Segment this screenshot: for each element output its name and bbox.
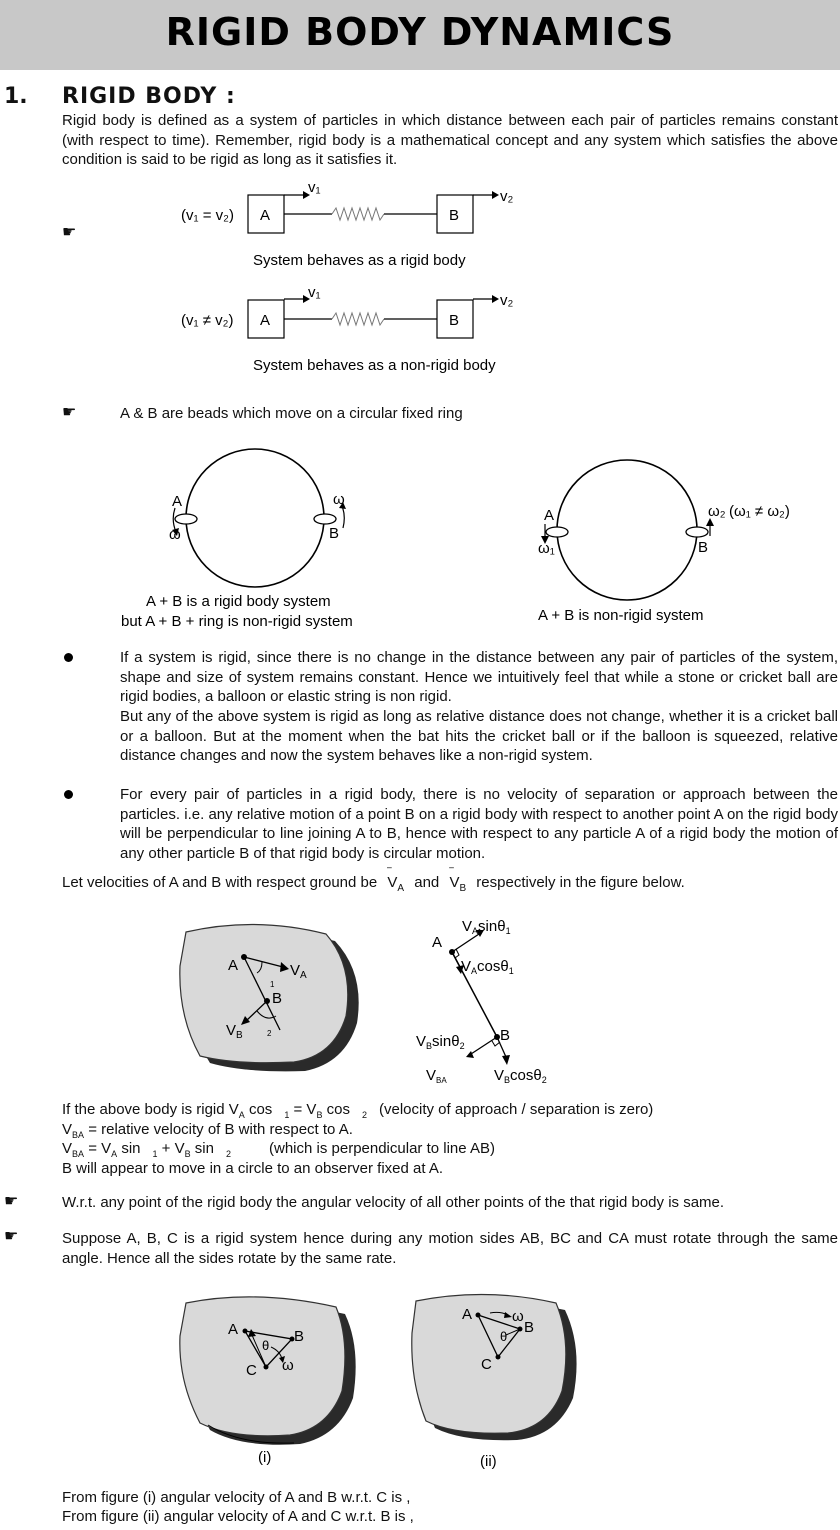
- svg-text:B: B: [329, 525, 339, 542]
- title-bar: [0, 0, 840, 70]
- svg-text:B: B: [524, 1319, 534, 1336]
- svg-text:A: A: [260, 312, 270, 329]
- svg-text:v₁: v₁: [308, 284, 321, 301]
- svg-text:A: A: [462, 1306, 472, 1323]
- svg-text:ω: ω: [169, 526, 181, 543]
- filled-bullet-icon: [64, 653, 73, 662]
- triangle-figures: A B C θ ω (i) A B C θ ω (ii): [179, 1293, 577, 1470]
- block-b-label: B: [449, 207, 459, 224]
- condition-equal-label: (v₁ = v₂): [181, 207, 234, 224]
- figure-ii-label: (ii): [480, 1453, 497, 1470]
- svg-text:1: 1: [270, 980, 275, 989]
- velocity-sentence: Let velocities of A and B with respect g…: [62, 866, 685, 894]
- bead-a: [174, 513, 198, 525]
- abc-rotation-note: Suppose A, B, C is a rigid system hence …: [62, 1230, 838, 1267]
- left-caption-1: A + B is a rigid body system: [146, 593, 331, 610]
- beads-note: A & B are beads which move on a circular…: [120, 405, 463, 422]
- section-heading: RIGID BODY :: [62, 84, 236, 109]
- spring: [331, 206, 385, 222]
- pointing-hand-icon: ☛: [62, 402, 77, 421]
- spring-figure: (v₁ = v₂) A B v₁ v₂ System behaves as a …: [181, 179, 514, 374]
- final-line-1: From figure (i) angular velocity of A an…: [62, 1489, 411, 1506]
- svg-text:v₂: v₂: [500, 292, 514, 309]
- right-caption: A + B is non-rigid system: [538, 607, 703, 624]
- page-title: RIGID BODY DYNAMICS: [165, 10, 675, 54]
- rigid-body-figure: A B VA VB 1 2 A B VAsinθ1 VAcosθ1 VBsinθ…: [179, 918, 547, 1085]
- svg-text:A: A: [544, 507, 554, 524]
- left-caption-2: but A + B + ring is non-rigid system: [121, 613, 353, 630]
- figure-i-label: (i): [258, 1449, 271, 1466]
- body-blob-i: [179, 1296, 346, 1437]
- pointing-hand-icon: ☛: [4, 1226, 19, 1245]
- svg-text:VB: VB: [226, 1022, 243, 1041]
- svg-text:B: B: [698, 539, 708, 556]
- pointing-hand-icon: ☛: [4, 1191, 19, 1210]
- ring-left: [185, 448, 325, 588]
- svg-text:ω: ω: [282, 1357, 294, 1374]
- section-number: 1.: [4, 84, 28, 109]
- block-a-label: A: [260, 207, 270, 224]
- omega-inequality: (ω₁ ≠ ω₂): [729, 503, 790, 520]
- velocity-v2-label: v₂: [500, 188, 514, 205]
- svg-text:C: C: [246, 1362, 257, 1379]
- svg-text:ω₁: ω₁: [538, 540, 555, 557]
- bullet-two-text: For every pair of particles in a rigid b…: [120, 786, 838, 862]
- rigid-caption: System behaves as a rigid body: [253, 252, 466, 269]
- svg-text:ω₂: ω₂: [708, 503, 726, 520]
- pointing-hand-icon: ☛: [62, 222, 77, 241]
- svg-text:A: A: [228, 957, 238, 974]
- svg-text:B: B: [272, 990, 282, 1007]
- ring-right: [556, 459, 698, 601]
- svg-text:B: B: [500, 1027, 510, 1044]
- svg-text:VBcosθ2: VBcosθ2: [494, 1067, 547, 1085]
- svg-text:ω: ω: [512, 1308, 524, 1325]
- intro-paragraph: Rigid body is defined as a system of par…: [62, 112, 838, 168]
- rings-figure: A B ω ω A + B is a rigid body system but…: [121, 448, 790, 630]
- bullet-one-text: If a system is rigid, since there is no …: [120, 649, 838, 705]
- filled-bullet-icon: [64, 790, 73, 799]
- svg-text:A: A: [172, 493, 182, 510]
- final-line-2: From figure (ii) angular velocity of A a…: [62, 1508, 414, 1525]
- svg-text:A: A: [432, 934, 442, 951]
- body-blob-ii: [411, 1293, 567, 1434]
- svg-text:VAsinθ1: VAsinθ1: [462, 918, 511, 936]
- angular-velocity-note: W.r.t. any point of the rigid body the a…: [62, 1194, 725, 1211]
- svg-text:A: A: [228, 1321, 238, 1338]
- velocity-v1-label: v₁: [308, 179, 321, 196]
- svg-text:VA: VA: [290, 962, 307, 981]
- svg-text:VBsinθ2: VBsinθ2: [416, 1033, 465, 1051]
- svg-text:B: B: [449, 312, 459, 329]
- bullet-one-continued: But any of the above system is rigid as …: [120, 708, 838, 764]
- body-blob: [179, 923, 349, 1064]
- svg-text:VAcosθ1: VAcosθ1: [461, 958, 514, 976]
- svg-text:2: 2: [267, 1029, 272, 1038]
- svg-text:C: C: [481, 1356, 492, 1373]
- circle-motion-note: B will appear to move in a circle to an …: [62, 1160, 444, 1177]
- svg-text:θ: θ: [500, 1329, 507, 1344]
- svg-text:ω: ω: [333, 491, 345, 508]
- svg-text:θ: θ: [262, 1338, 269, 1353]
- relative-velocity-definition: VBA = relative velocity of B with respec…: [62, 1121, 353, 1140]
- bead-b: [313, 513, 337, 525]
- condition-unequal-label: (v₁ ≠ v₂): [181, 312, 233, 329]
- non-rigid-caption: System behaves as a non-rigid body: [253, 357, 496, 374]
- block-b: [436, 194, 474, 234]
- svg-text:VBA: VBA: [426, 1067, 447, 1085]
- svg-text:B: B: [294, 1328, 304, 1345]
